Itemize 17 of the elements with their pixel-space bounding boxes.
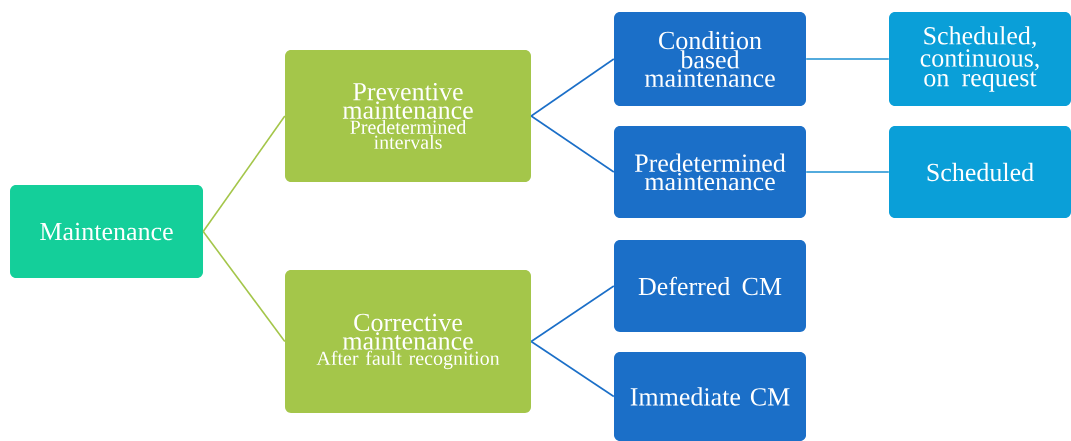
type-box: Condition based maintenance <box>614 12 806 106</box>
connector-line <box>530 115 615 173</box>
connector-line <box>805 58 890 60</box>
type-box: Predetermined maintenance <box>614 126 806 218</box>
schedule-box: Scheduled <box>889 126 1071 218</box>
category-box: Preventive maintenance Predetermined intervals <box>285 50 531 182</box>
category-box: Corrective maintenance After fault recognition <box>285 270 531 413</box>
connector-line <box>530 340 615 398</box>
type-box: Deferred CM <box>614 240 806 332</box>
type-box: Immediate CM <box>614 352 806 441</box>
root-box: Maintenance <box>10 185 203 278</box>
connector-line <box>530 285 615 343</box>
schedule-box: Scheduled, continuous, on request <box>889 12 1071 106</box>
connector-line <box>202 230 286 343</box>
connector-line <box>202 115 286 233</box>
connector-line <box>530 58 615 117</box>
connector-line <box>805 171 890 173</box>
